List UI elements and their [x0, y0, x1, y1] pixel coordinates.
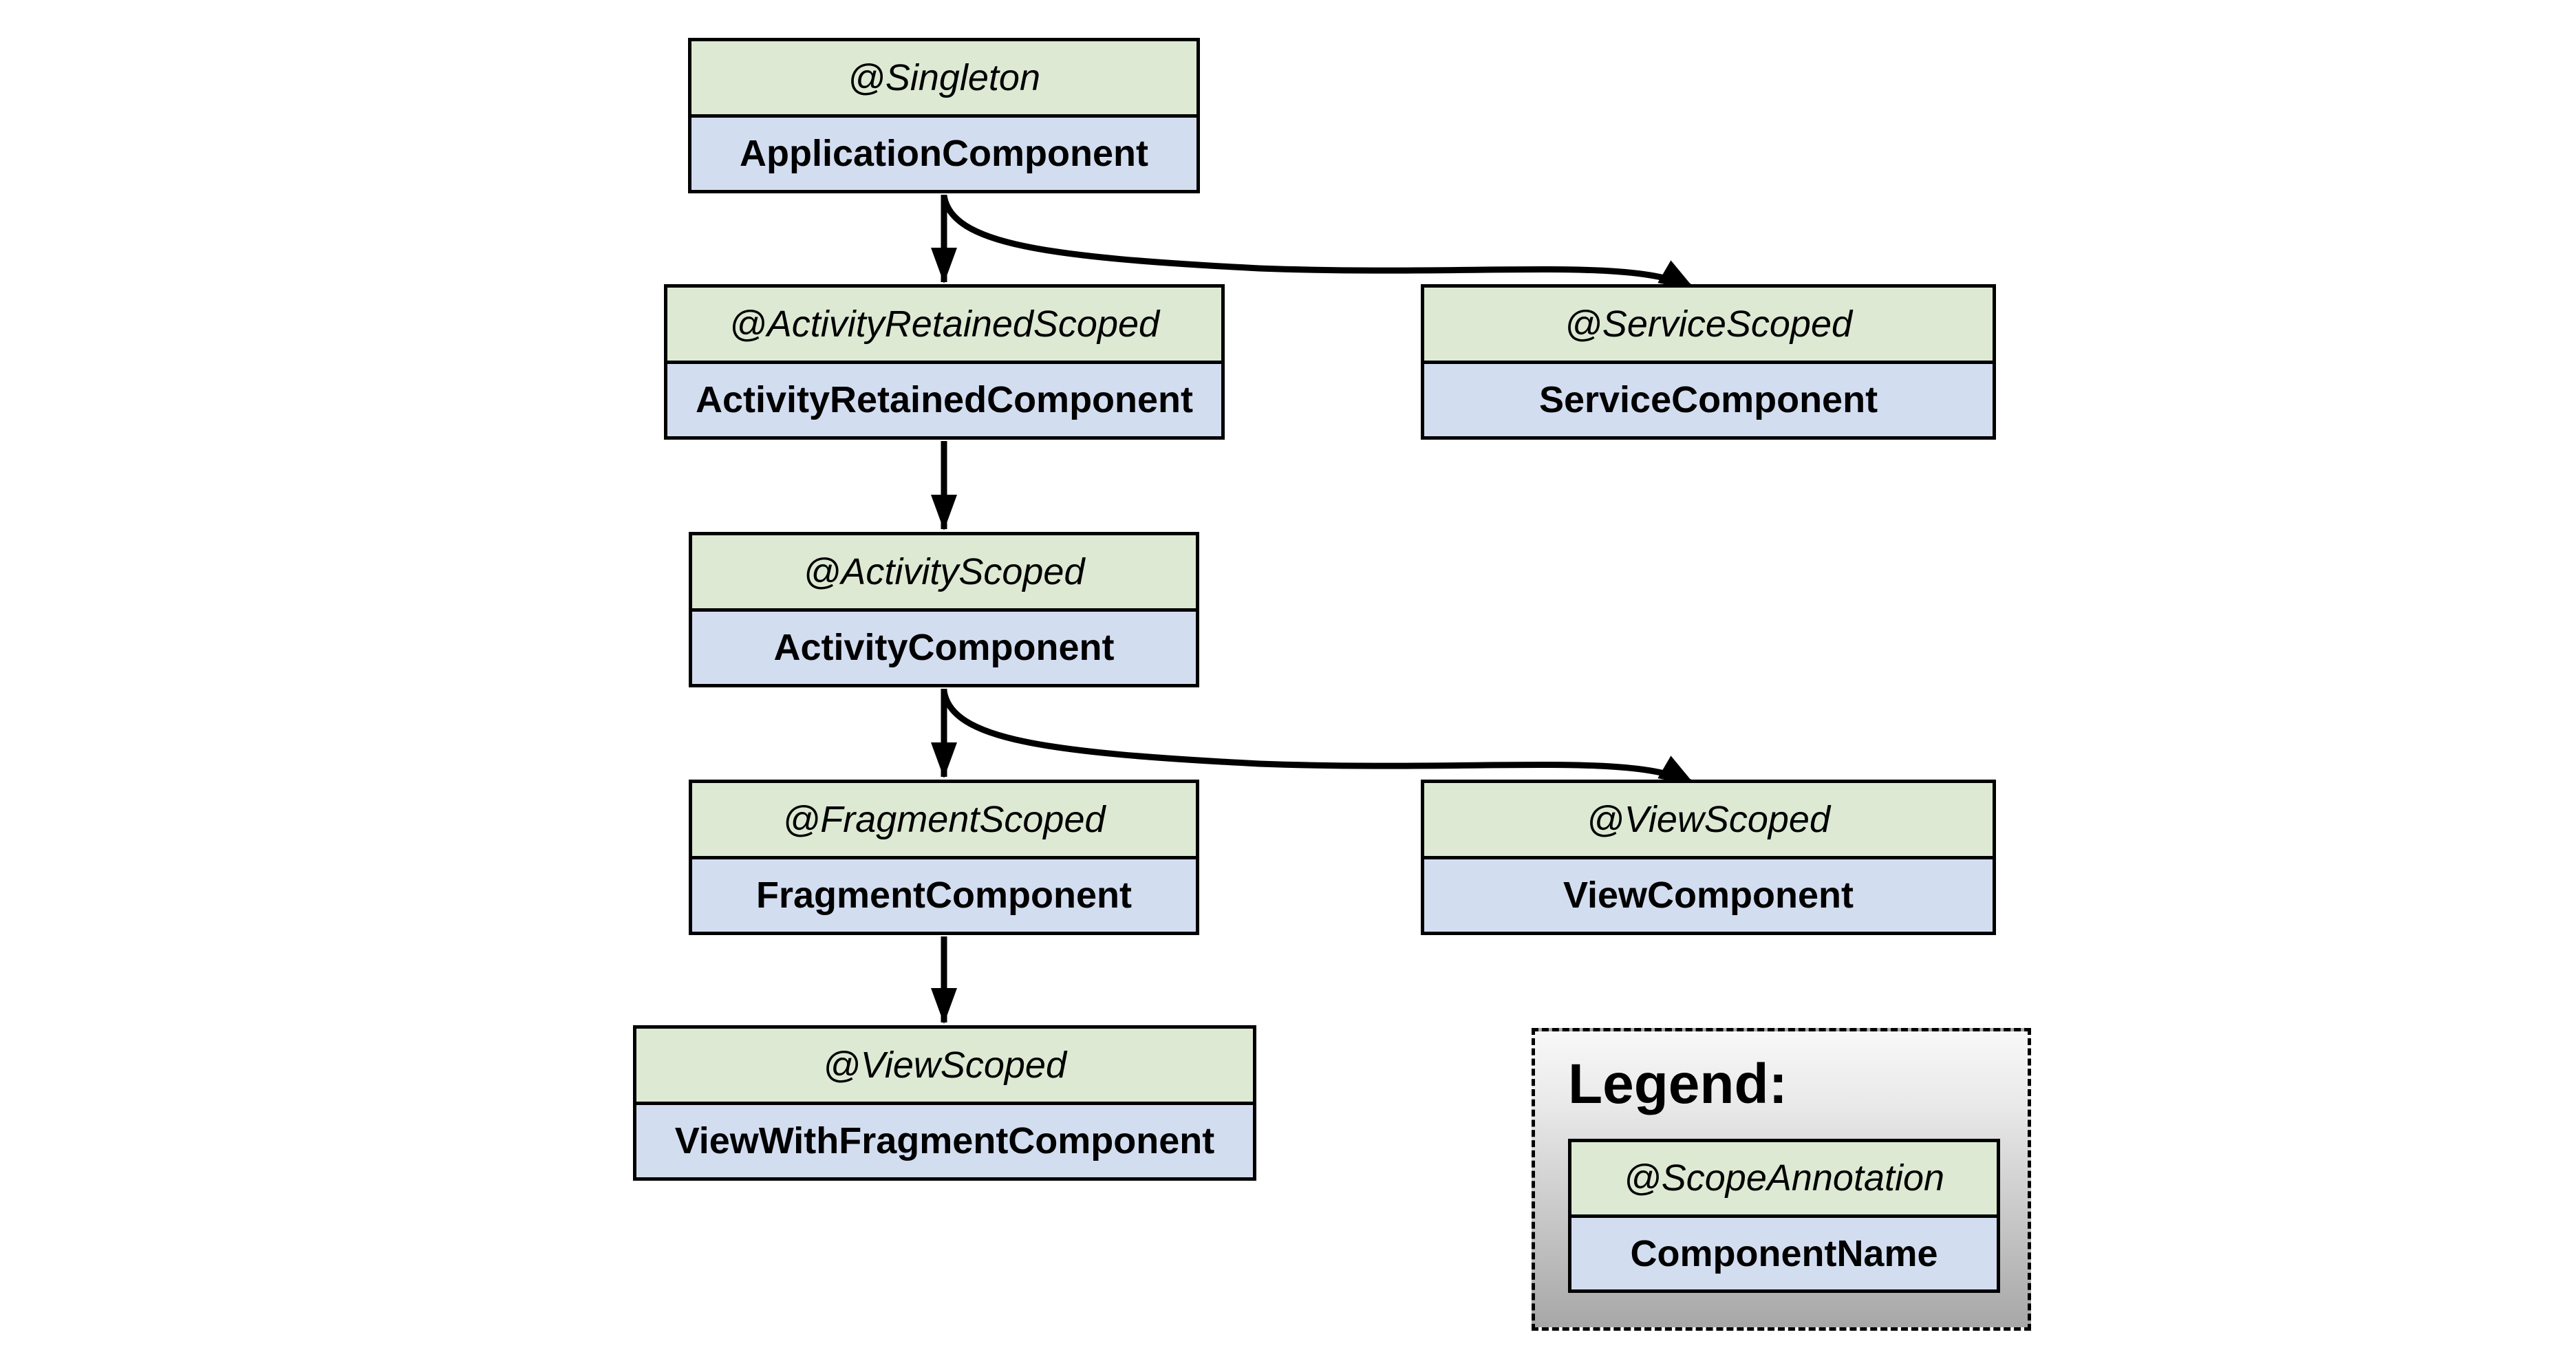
node-activity-component: @ActivityScoped ActivityComponent — [689, 532, 1199, 687]
node-view-component: @ViewScoped ViewComponent — [1421, 780, 1996, 935]
component-label: FragmentComponent — [692, 855, 1196, 932]
scope-label: @ActivityRetainedScoped — [667, 288, 1221, 361]
node-service-component: @ServiceScoped ServiceComponent — [1421, 284, 1996, 440]
node-application-component: @Singleton ApplicationComponent — [688, 38, 1200, 193]
component-label: ApplicationComponent — [691, 114, 1196, 190]
node-fragment-component: @FragmentScoped FragmentComponent — [689, 780, 1199, 935]
component-label: ServiceComponent — [1424, 360, 1993, 436]
legend: Legend: @ScopeAnnotation ComponentName — [1532, 1028, 2031, 1331]
scope-label: @FragmentScoped — [692, 783, 1196, 856]
component-label: ActivityRetainedComponent — [667, 360, 1221, 436]
edge-activity-to-view — [941, 690, 1696, 787]
scope-label: @Singleton — [691, 41, 1196, 114]
legend-component-label: ComponentName — [1571, 1214, 1997, 1289]
legend-title: Legend: — [1568, 1053, 1788, 1115]
scope-label: @ViewScoped — [1424, 783, 1993, 856]
scope-label: @ViewScoped — [636, 1029, 1253, 1102]
legend-sample-node: @ScopeAnnotation ComponentName — [1568, 1139, 2000, 1293]
node-activity-retained-component: @ActivityRetainedScoped ActivityRetained… — [664, 284, 1225, 440]
component-label: ViewWithFragmentComponent — [636, 1101, 1253, 1177]
component-label: ActivityComponent — [692, 608, 1196, 684]
edge-application-to-service — [941, 195, 1696, 292]
component-label: ViewComponent — [1424, 855, 1993, 932]
legend-scope-label: @ScopeAnnotation — [1571, 1142, 1997, 1214]
node-view-with-fragment-component: @ViewScoped ViewWithFragmentComponent — [633, 1025, 1256, 1181]
scope-label: @ServiceScoped — [1424, 288, 1993, 361]
scope-label: @ActivityScoped — [692, 535, 1196, 608]
